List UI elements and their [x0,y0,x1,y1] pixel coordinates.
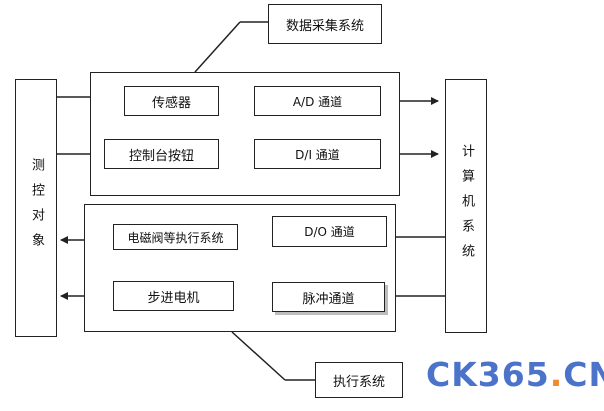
controlled-object-block: 测控对象 [15,79,57,337]
di-channel-box: D/I 通道 [254,139,381,169]
ck365-watermark-logo: CK365.CN [426,355,604,395]
console-buttons-box: 控制台按钮 [104,139,219,169]
solenoid-exec-box: 电磁阀等执行系统 [113,224,238,250]
ad-channel-box: A/D 通道 [254,86,381,116]
data-acq-system-label: 数据采集系统 [268,4,382,44]
watermark-part2: CN [563,355,604,394]
watermark-dot: . [549,355,564,394]
computer-system-label: 计算机系统 [459,143,474,269]
computer-system-block: 计算机系统 [445,79,487,333]
pulse-channel-box: 脉冲通道 [272,282,385,312]
sensor-box: 传感器 [124,86,219,116]
controlled-object-label: 测控对象 [29,158,44,258]
do-channel-box: D/O 通道 [272,216,387,247]
stepper-motor-box: 步进电机 [113,281,234,311]
watermark-part1: CK365 [426,355,550,394]
exec-system-label: 执行系统 [315,362,403,398]
callout-line-exec [231,331,286,381]
